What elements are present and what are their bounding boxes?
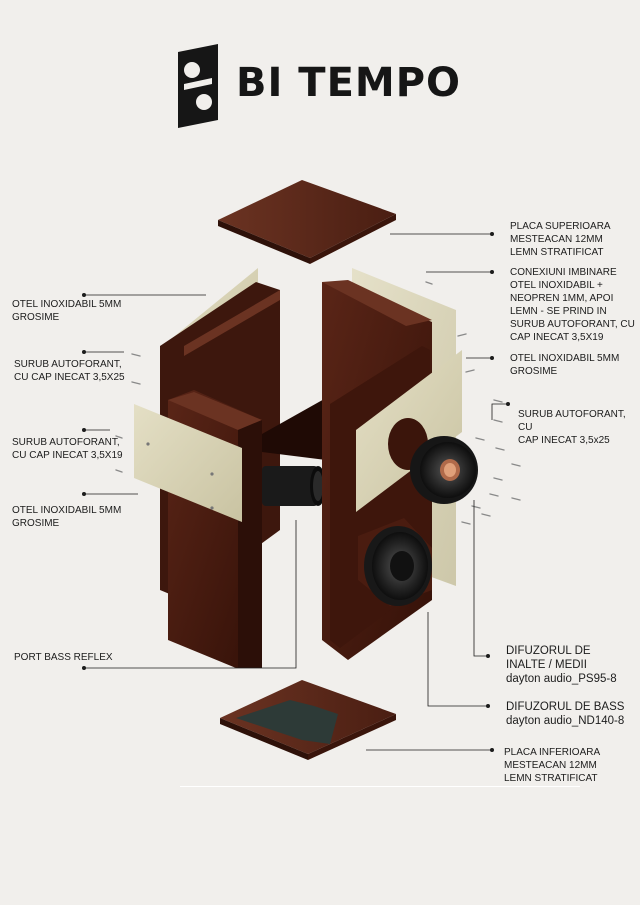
top-plate — [218, 180, 396, 264]
screws — [115, 281, 521, 525]
label-tweeter: DIFUZORUL DE INALTE / MEDII dayton audio… — [506, 645, 617, 685]
label-screw-left-mid: SURUB AUTOFORANT, CU CAP INECAT 3,5X19 — [12, 437, 123, 461]
label-connections: CONEXIUNI IMBINARE OTEL INOXIDABIL + NEO… — [510, 267, 635, 343]
brand-name: BI TEMPO — [236, 60, 462, 106]
label-top-plate: PLACA SUPERIOARA MESTEACAN 12MM LEMN STR… — [510, 221, 611, 258]
label-bottom-plate: PLACA INFERIOARA MESTEACAN 12MM LEMN STR… — [504, 747, 601, 784]
tweeter-driver — [410, 436, 478, 504]
front-left-steel-panel — [134, 404, 242, 522]
label-steel-right: OTEL INOXIDABIL 5MM GROSIME — [510, 353, 620, 377]
label-screw-right: SURUB AUTOFORANT, CU CAP INECAT 3,5x25 — [518, 409, 626, 446]
label-steel-left-top: OTEL INOXIDABIL 5MM GROSIME — [12, 299, 122, 323]
bass-reflex-port — [262, 466, 326, 506]
label-screw-left-top: SURUB AUTOFORANT, CU CAP INECAT 3,5X25 — [14, 359, 125, 383]
bi-tempo-logo-icon — [178, 44, 218, 128]
label-woofer: DIFUZORUL DE BASS dayton audio_ND140-8 — [506, 701, 625, 727]
leader-dots — [82, 232, 510, 752]
leader-lines — [84, 233, 508, 751]
bottom-plate — [220, 680, 396, 760]
label-steel-left-bottom: OTEL INOXIDABIL 5MM GROSIME — [12, 505, 122, 529]
label-port: PORT BASS REFLEX — [14, 652, 113, 663]
bottom-divider — [180, 786, 580, 787]
woofer-driver — [358, 518, 432, 606]
